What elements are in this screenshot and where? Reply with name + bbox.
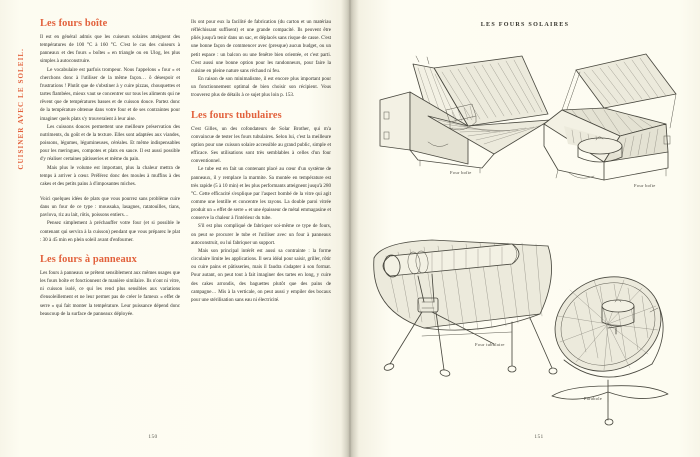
- folio-left: 150: [148, 434, 158, 440]
- heading-fours-tubulaires: Les fours tubulaires: [191, 109, 282, 121]
- column-1: Les fours boîte Il est en général admis …: [40, 18, 180, 418]
- illustration-four-boite-marmite: Four boîte: [528, 50, 688, 200]
- illustration-parabole: Parabole: [546, 268, 696, 433]
- page-right: LES FOURS SOLAIRES: [350, 0, 700, 457]
- illustration-four-boite-ouvert: Four boîte: [372, 42, 552, 182]
- page-header-right: LES FOURS SOLAIRES: [480, 22, 570, 28]
- paragraph: En raison de son minimalisme, il est enc…: [191, 76, 331, 99]
- running-head-vertical: CUISINER AVEC LE SOLEIL.: [17, 48, 25, 170]
- paragraph: Le tube est en fait un contenant placé a…: [191, 166, 331, 222]
- heading-fours-boite: Les fours boîte: [40, 18, 108, 29]
- paragraph: Le vocabulaire est parfois trompeur. Nou…: [40, 66, 180, 122]
- paragraph: Il est en général admis que les cuiseurs…: [40, 34, 180, 65]
- page-left: CUISINER AVEC LE SOLEIL. Les fours boîte…: [0, 0, 350, 457]
- paragraph: Ils ont pour eux la facilité de fabricat…: [191, 19, 331, 74]
- paragraph: Mais plus le volume est important, plus …: [40, 164, 180, 187]
- paragraph: Voici quelques idées de plats que vous p…: [40, 195, 180, 219]
- column-2: Ils ont pour eux la facilité de fabricat…: [191, 18, 331, 418]
- folio-right: 151: [534, 434, 544, 440]
- paragraph: Les cuissons douces permettent une meill…: [40, 123, 180, 163]
- paragraph: Mais son principal intérêt est aussi sa …: [191, 247, 331, 303]
- paragraph: Pensez simplement à préchauffer votre fo…: [40, 220, 180, 243]
- paragraph: Les fours à panneaux se prêtent sensible…: [40, 269, 180, 317]
- caption-four-tubulaire: Four tubulaire: [475, 342, 505, 347]
- text-columns: Les fours boîte Il est en général admis …: [40, 18, 332, 418]
- caption-parabole: Parabole: [584, 396, 603, 401]
- paragraph: S'il est plus compliqué de fabriquer soi…: [191, 223, 331, 246]
- caption-four-boite-1: Four boîte: [450, 170, 472, 175]
- illustration-four-tubulaire: Four tubulaire: [362, 232, 572, 402]
- caption-four-boite-2: Four boîte: [634, 183, 656, 188]
- paragraph: C'est Gilles, un des cofondateurs de Sol…: [191, 125, 331, 165]
- heading-fours-a-panneaux: Les fours à panneaux: [40, 253, 137, 265]
